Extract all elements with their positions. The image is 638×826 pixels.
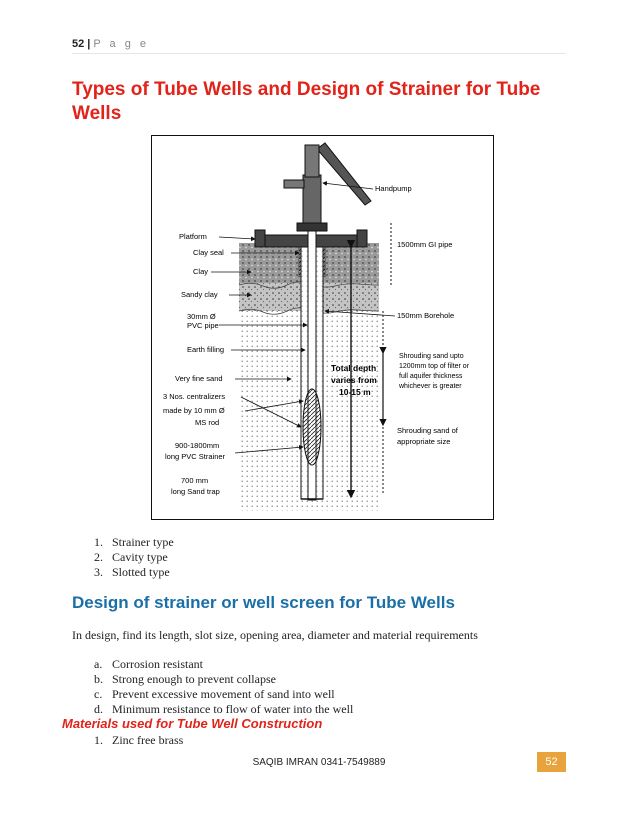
label-shroud1-line1: Shrouding sand upto (399, 353, 464, 360)
label-shroud2-line1: Shrouding sand of (397, 426, 459, 435)
page-footer: SAQIB IMRAN 0341-7549889 (252, 757, 386, 768)
pump-spout (283, 179, 305, 189)
list-item: c. Prevent excessive movement of sand in… (94, 687, 353, 702)
list-text: Strainer type (112, 535, 174, 549)
tube-well-diagram: Platform Clay seal Clay Sandy clay 30mm … (151, 135, 494, 520)
design-paragraph: In design, find its length, slot size, o… (72, 628, 478, 642)
label-clay-seal: Clay seal (193, 248, 224, 257)
page-title: Types of Tube Wells and Design of Strain… (72, 79, 541, 124)
platform-left-foot (254, 229, 266, 248)
pump-body (302, 174, 322, 226)
page-header: 52|P a g e (72, 38, 149, 50)
label-pvc-line2: PVC pipe (187, 321, 219, 330)
label-borehole: 150mm Borehole (397, 311, 454, 320)
label-sandtrap-line1: 700 mm (181, 476, 208, 485)
label-strainer-line1: 900-1800mm (175, 441, 219, 450)
header-page-number: 52 (72, 38, 85, 50)
header-rule (72, 53, 566, 54)
label-depth-line3: 10-15 m (339, 387, 371, 397)
label-earth-filling: Earth filling (187, 345, 224, 354)
list-number: c. (94, 687, 103, 701)
header-page-word: P a g e (93, 38, 149, 50)
strainer (302, 388, 322, 466)
list-item: 3. Slotted type (94, 565, 174, 580)
section-heading: Design of strainer or well screen for Tu… (72, 593, 455, 612)
label-very-fine-sand: Very fine sand (175, 374, 223, 383)
list-text: Minimum resistance to flow of water into… (112, 702, 354, 716)
list-text: Cavity type (112, 550, 168, 564)
list-number: a. (94, 657, 103, 671)
label-sandtrap-line2: long Sand trap (171, 487, 220, 496)
label-clay: Clay (193, 267, 208, 276)
list-number: 3. (94, 565, 103, 579)
list-item: a. Corrosion resistant (94, 657, 353, 672)
list-text: Prevent excessive movement of sand into … (112, 687, 335, 701)
list-text: Zinc free brass (112, 733, 184, 747)
list-text: Slotted type (112, 565, 170, 579)
list-text: Strong enough to prevent collapse (112, 672, 276, 686)
list-number: 2. (94, 550, 103, 564)
materials-list: 1. Zinc free brass (94, 733, 183, 748)
label-platform: Platform (179, 232, 207, 241)
requirements-list: a. Corrosion resistant b. Strong enough … (94, 657, 353, 717)
list-item: 1. Strainer type (94, 535, 174, 550)
leader-lines-right (322, 181, 396, 317)
label-strainer-line2: long PVC Strainer (165, 452, 226, 461)
header-separator: | (87, 38, 91, 50)
pump-head (304, 144, 320, 178)
list-number: 1. (94, 733, 103, 747)
list-number: d. (94, 702, 103, 716)
label-handpump: Handpump (375, 184, 412, 193)
list-number: b. (94, 672, 103, 686)
label-depth-line2: varies from (331, 375, 377, 385)
label-depth-line1: Total depth (331, 363, 376, 373)
label-shroud1-line3: full aquifer thickness (399, 373, 463, 380)
label-centralizer-line3: MS rod (195, 418, 219, 427)
leader-lines-left (211, 236, 308, 454)
label-centralizer-line2: made by 10 mm Ø (163, 406, 225, 415)
label-centralizer-line1: 3 Nos. centralizers (163, 392, 225, 401)
label-pvc-line1: 30mm Ø (187, 312, 216, 321)
list-text: Corrosion resistant (112, 657, 203, 671)
list-item: 1. Zinc free brass (94, 733, 183, 748)
label-shroud2-line2: appropriate size (397, 437, 450, 446)
label-shroud1-line4: whichever is greater (398, 383, 462, 390)
platform-right-foot (356, 229, 368, 248)
page-number-box: 52 (537, 752, 566, 772)
materials-heading: Materials used for Tube Well Constructio… (62, 716, 323, 731)
list-number: 1. (94, 535, 103, 549)
well-types-list: 1. Strainer type 2. Cavity type 3. Slott… (94, 535, 174, 580)
pump-base (296, 222, 328, 232)
list-item: b. Strong enough to prevent collapse (94, 672, 353, 687)
list-item: 2. Cavity type (94, 550, 174, 565)
list-item: d. Minimum resistance to flow of water i… (94, 702, 353, 717)
label-gi-pipe: 1500mm GI pipe (397, 240, 452, 249)
label-sandy-clay: Sandy clay (181, 290, 218, 299)
label-shroud1-line2: 1200mm top of filter or (399, 363, 470, 370)
